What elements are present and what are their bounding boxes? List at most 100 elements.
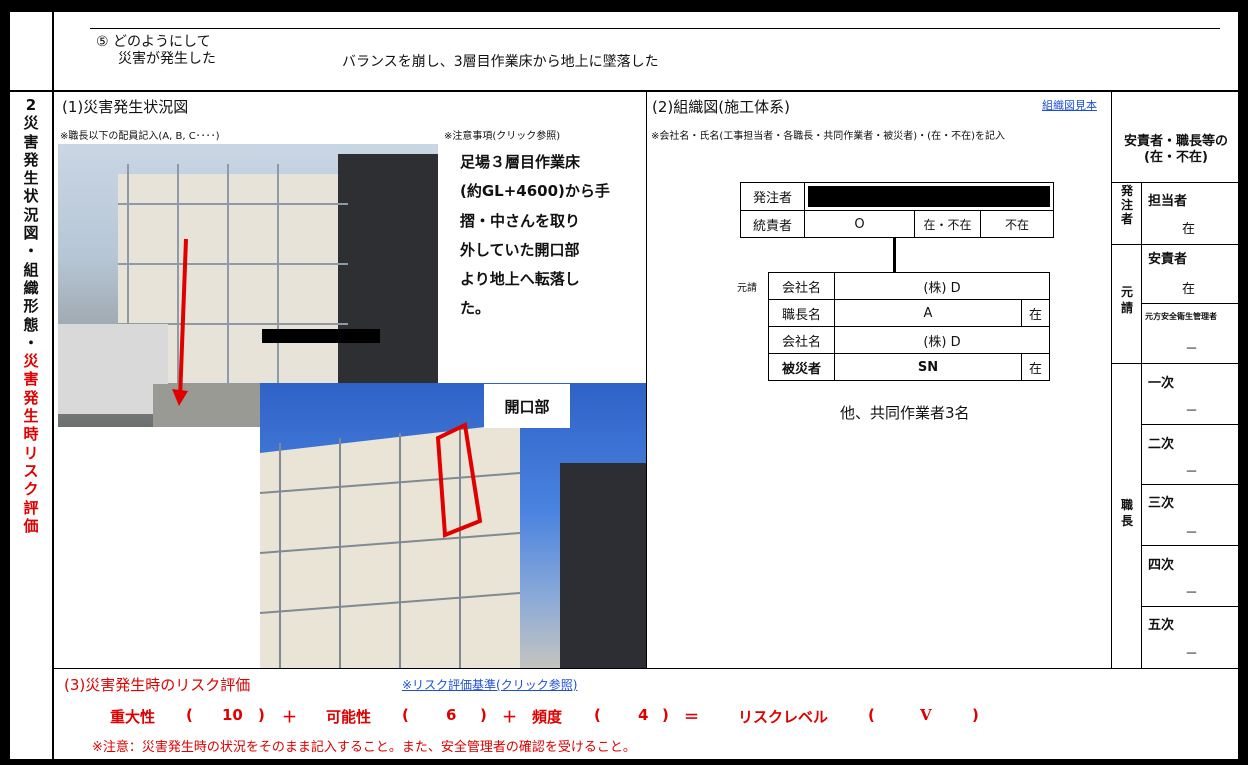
rp-line [1142, 606, 1238, 607]
right-panel-divider [1111, 92, 1112, 668]
desc-line: 足場３層目作業床 [460, 153, 581, 171]
opening-label: 開口部 [484, 384, 570, 428]
desc-line: 摺・中さんを取り [460, 211, 581, 230]
paren-open: ( [868, 706, 875, 724]
company-label: 会社名 [768, 272, 835, 300]
side-char: 害 [23, 370, 39, 389]
side-char: 時 [23, 425, 39, 444]
motokata-status: － [1185, 342, 1199, 357]
section1-title: (1)災害発生状況図 [62, 98, 189, 116]
paren-open: ( [594, 706, 601, 724]
tier-label: 四次 [1148, 558, 1175, 573]
foreman-side-label: 職長 [1120, 498, 1133, 528]
possibility-value[interactable]: 6 [446, 706, 457, 724]
top-description: バランスを崩し、3層目作業床から地上に墜落した [342, 54, 659, 70]
side-label: 2 災 害 発 生 状 況 図 ・ 組 織 形 態 ・ 災 害 発 生 時 リ … [14, 96, 48, 535]
side-char: 生 [23, 169, 39, 188]
desc-line: た。 [460, 299, 491, 318]
paren-close: ) [480, 706, 487, 724]
fall-arrow-line [178, 238, 188, 400]
side-char: 図 [23, 224, 39, 243]
tier-status: － [1185, 526, 1199, 541]
side-char: ・ [23, 333, 39, 352]
section1-note-right[interactable]: ※注意事項(クリック参照) [444, 131, 561, 142]
side-char: ・ [23, 242, 39, 261]
scaffolding [260, 428, 521, 668]
mid-divider [646, 92, 647, 668]
side-char: 評 [23, 498, 39, 517]
tier-status: － [1185, 586, 1199, 601]
rp-inner-divider [1141, 182, 1142, 668]
top-label2: 災害が発生した [118, 51, 216, 67]
contractor-table: 会社名 (株) D 職長名 A 在 会社名 (株) D 被災者 SN 在 [768, 272, 1050, 381]
rp-line [1142, 424, 1238, 425]
side-char: 災 [23, 114, 39, 133]
tantosha-status: 在 [1182, 222, 1196, 237]
desc-line: (約GL+4600)から手 [460, 182, 610, 201]
prime-contractor-label: 元請 [737, 283, 757, 294]
client-table: 発注者 統責者 O 在・不在 不在 [740, 182, 1054, 238]
opening-highlight [435, 422, 483, 538]
supervisor-status-absent: 不在 [980, 210, 1054, 238]
tier-label: 二次 [1148, 437, 1175, 452]
redaction-bar [262, 329, 380, 343]
tier-status: － [1185, 404, 1199, 419]
co-workers-note: 他、共同作業者3名 [840, 404, 970, 422]
side-char: ス [23, 461, 39, 480]
company-name: (株) D [834, 326, 1050, 354]
org-connector [893, 238, 896, 272]
ansekisha-status: 在 [1182, 282, 1196, 297]
side-char: 況 [23, 205, 39, 224]
plus-sign: ＋ [502, 708, 518, 726]
tier-label: 三次 [1148, 496, 1175, 511]
rp-line [1111, 244, 1238, 245]
motokata-label: 元方安全衛生管理者 [1145, 312, 1217, 321]
risk-criteria-link[interactable]: ※リスク評価基準(クリック参照) [402, 678, 578, 692]
dark-building [560, 463, 646, 668]
paren-close: ) [258, 706, 265, 724]
client-side-label: 発注者 [1120, 184, 1133, 226]
side-char: 組 [23, 260, 39, 279]
side-char: 価 [23, 516, 39, 535]
accident-site-photo-2 [260, 383, 646, 668]
side-char: 生 [23, 407, 39, 426]
top-underline [90, 28, 1220, 29]
side-char: ク [23, 480, 39, 499]
side-char: 形 [23, 297, 39, 316]
supervisor-name: O [804, 210, 915, 238]
possibility-label: 可能性 [326, 708, 372, 726]
severity-value[interactable]: 10 [222, 706, 243, 724]
fall-arrow-head [172, 389, 188, 406]
side-char: 災 [23, 352, 39, 371]
org-chart-sample-link[interactable]: 組織図見本 [1042, 99, 1097, 112]
company-label: 会社名 [768, 326, 835, 354]
side-char: 発 [23, 150, 39, 169]
severity-label: 重大性 [110, 708, 156, 726]
paren-open: ( [186, 706, 193, 724]
section1-note-left: ※職長以下の配員記入(A, B, C････) [60, 131, 220, 142]
section3-title: (3)災害発生時のリスク評価 [64, 676, 251, 694]
side-char: リ [23, 443, 39, 462]
section2-title: (2)組織図(施工体系) [652, 98, 790, 116]
ansekisha-label: 安責者 [1148, 252, 1188, 267]
paren-close: ) [972, 706, 979, 724]
section3-divider [54, 668, 1238, 669]
client-name-cell [804, 182, 1054, 211]
section1-description: 足場３層目作業床 (約GL+4600)から手 摺・中さんを取り 外していた開口部… [460, 148, 610, 324]
rp-line [1142, 484, 1238, 485]
section2-note: ※会社名・氏名(工事担当者・各職長・共同作業者・被災者)・(在・不在)を記入 [651, 131, 1005, 142]
side-char: 態 [23, 315, 39, 334]
paren-open: ( [402, 706, 409, 724]
paren-close: ) [662, 706, 669, 724]
top-label: ⑤ どのようにして 災害が発生した [96, 34, 216, 68]
section3-notice: ※注意：災害発生時の状況をそのまま記入すること。また、安全管理者の確認を受けるこ… [92, 740, 636, 755]
risk-level-value[interactable]: V [920, 706, 932, 724]
rp-line [1142, 303, 1238, 304]
risk-evaluation-row: 重大性 ( 10 ) ＋ 可能性 ( 6 ) ＋ 頻度 ( 4 ) ＝ リスクレ… [0, 706, 1248, 728]
frequency-value[interactable]: 4 [638, 706, 649, 724]
risk-level-label: リスクレベル [738, 708, 829, 726]
redaction-bar [808, 186, 1050, 207]
supervisor-status: 在・不在 [914, 210, 981, 238]
side-char: 織 [23, 278, 39, 297]
tier-label: 五次 [1148, 618, 1175, 633]
